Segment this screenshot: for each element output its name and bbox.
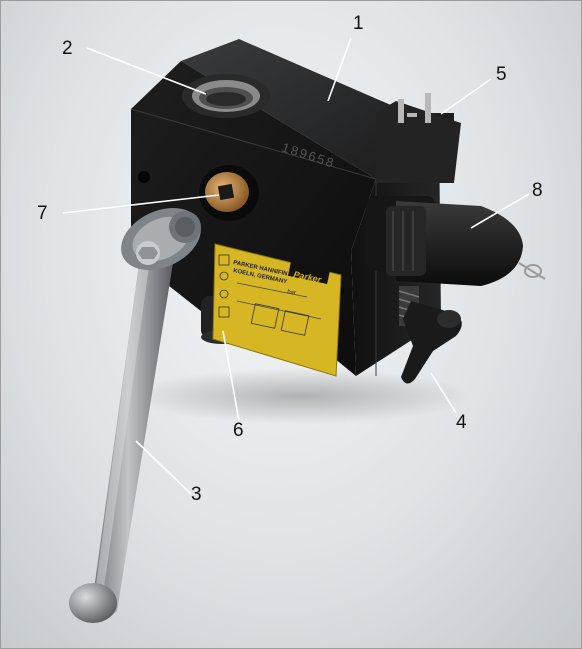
- leader-line-6: [222, 330, 240, 422]
- leader-lines: [62, 37, 530, 495]
- callout-3: 3: [191, 484, 202, 505]
- leader-line-7: [62, 194, 220, 214]
- accumulator-cap: [366, 196, 546, 286]
- mounting-hole: [138, 171, 150, 183]
- leader-line-2: [86, 47, 207, 95]
- solenoid-connector: [376, 93, 461, 183]
- callout-5: 5: [496, 64, 507, 85]
- callout-8: 8: [532, 180, 543, 201]
- callout-7: 7: [37, 203, 48, 224]
- lever-handle: [69, 208, 201, 623]
- leader-line-8: [470, 193, 530, 229]
- nameplate-unit: bar: [287, 289, 297, 297]
- callout-4: 4: [456, 412, 467, 433]
- nameplate: PARKER HANNIFIN KOELN, GERMANY Parker ba…: [212, 243, 342, 377]
- leader-line-1: [327, 37, 352, 102]
- callout-2: 2: [62, 38, 73, 59]
- clamp-lever: [398, 286, 462, 384]
- brass-plug: [199, 165, 259, 221]
- leader-line-4: [430, 372, 457, 414]
- callout-6: 6: [233, 420, 244, 441]
- callout-1: 1: [353, 13, 364, 34]
- leader-line-3: [135, 440, 192, 495]
- top-port: [182, 74, 270, 118]
- leader-line-5: [440, 78, 492, 115]
